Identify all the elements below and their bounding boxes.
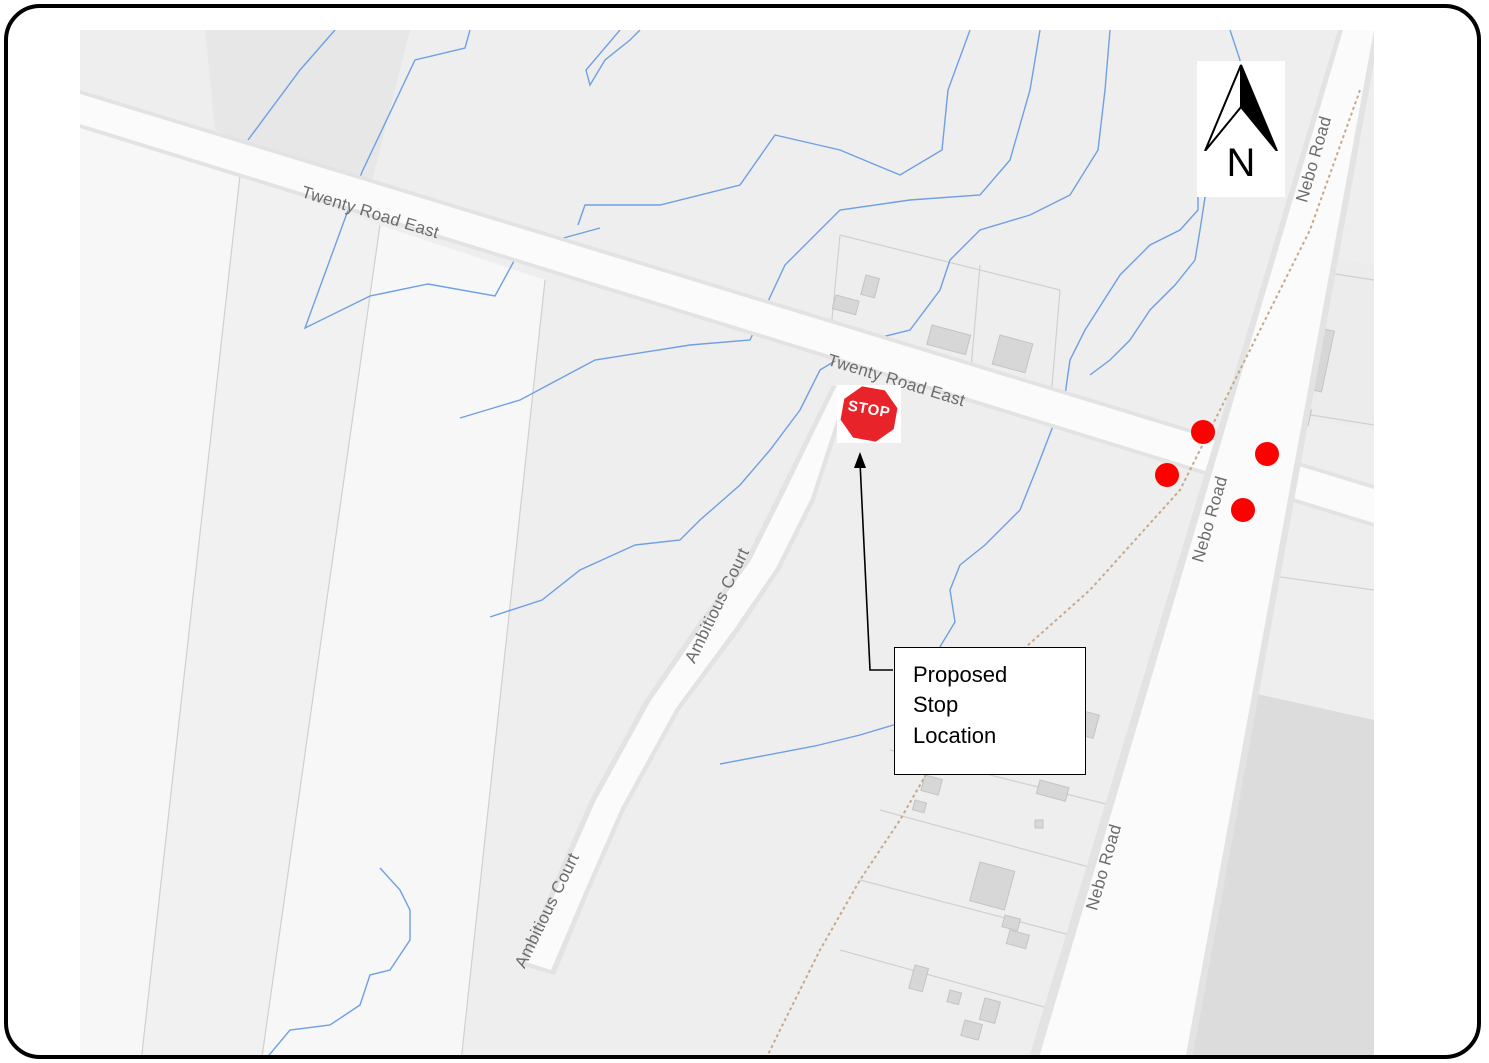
proposed-stop-callout: Proposed Stop Location xyxy=(894,647,1086,775)
callout-line-2: Stop xyxy=(913,692,959,718)
intersection-marker-sw[interactable] xyxy=(1155,463,1179,487)
stop-sign[interactable]: STOP xyxy=(837,385,901,443)
map-frame: Twenty Road East Twenty Road East Nebo R… xyxy=(4,4,1481,1059)
north-arrow: N xyxy=(1197,61,1285,197)
callout-line-3: Location xyxy=(913,722,997,748)
map-canvas[interactable]: Twenty Road East Twenty Road East Nebo R… xyxy=(80,30,1374,1055)
parcel-north xyxy=(205,30,410,190)
intersection-marker-nw[interactable] xyxy=(1191,420,1215,444)
parcel-west-2 xyxy=(141,175,380,1055)
road-ambitious-court xyxy=(520,385,850,975)
road-twenty-road-east xyxy=(80,90,1374,527)
stop-sign-icon xyxy=(838,385,900,443)
intersection-marker-ne[interactable] xyxy=(1255,442,1279,466)
large-building xyxy=(1168,690,1374,1055)
parcel-west xyxy=(80,120,240,1055)
callout-line-1: Proposed xyxy=(913,662,1008,687)
parcel-west-3 xyxy=(262,225,545,1055)
intersection-marker-se[interactable] xyxy=(1231,498,1255,522)
parcels xyxy=(80,30,1374,1055)
north-letter: N xyxy=(1226,141,1256,185)
north-arrow-icon xyxy=(1204,64,1278,151)
road-nebo xyxy=(1029,30,1374,1055)
parcel-lines xyxy=(141,174,1374,1055)
map-layers xyxy=(80,30,1374,1055)
stop-arrow xyxy=(854,452,893,671)
